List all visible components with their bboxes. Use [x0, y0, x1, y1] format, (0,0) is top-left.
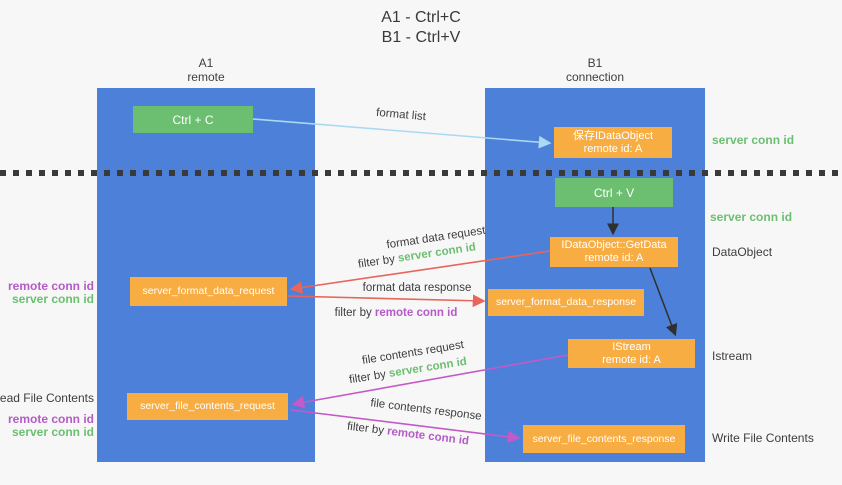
format-data-response-label: format data response	[362, 282, 472, 294]
dataobject-label: DataObject	[712, 245, 773, 259]
filter-by-text: filter by	[357, 252, 399, 271]
filter-remote-conn-id: remote conn id	[386, 425, 470, 448]
istream-line2: remote id: A	[602, 353, 661, 366]
istream-line1: IStream	[612, 340, 651, 353]
istream-label: Istream	[712, 349, 753, 363]
title-line-2: B1 - Ctrl+V	[381, 29, 461, 46]
file-response-box: server_file_contents_response	[523, 425, 685, 453]
format-response-box: server_format_data_response	[488, 289, 644, 316]
remote-conn-id-label-2: remote conn id	[7, 412, 94, 426]
getdata-line2: remote id: A	[584, 252, 644, 264]
read-file-contents-label: Read File Contents	[0, 391, 94, 405]
filter-by-text: filter by	[348, 368, 390, 387]
server-conn-id-label-3: server conn id	[11, 292, 94, 306]
save-idataobject-box: 保存IDataObject remote id: A	[554, 127, 672, 158]
ctrl-c-box: Ctrl + C	[133, 106, 253, 133]
format-data-response-arrow	[286, 294, 486, 308]
getdata-box: IDataObject::GetData remote id: A	[550, 237, 678, 267]
column-b-id: B1	[587, 56, 603, 70]
column-a-header: A1 remote	[97, 56, 315, 84]
diagram-title: A1 - Ctrl+C B1 - Ctrl+V	[0, 8, 842, 48]
write-file-contents-label: Write File Contents	[712, 431, 814, 445]
server-conn-id-label-4: server conn id	[11, 425, 94, 439]
getdata-line1: IDataObject::GetData	[561, 239, 667, 251]
format-response-filter-label: filter by remote conn id	[335, 307, 458, 319]
save-idataobject-line1: 保存IDataObject	[572, 129, 654, 142]
column-b-role: connection	[565, 70, 625, 84]
save-idataobject-line2: remote id: A	[583, 142, 643, 155]
server-conn-id-label-2: server conn id	[710, 210, 793, 224]
format-request-box: server_format_data_request	[130, 277, 287, 306]
phase-divider	[0, 170, 842, 176]
server-conn-id-label-1: server conn id	[712, 133, 795, 147]
file-request-box: server_file_contents_request	[127, 393, 288, 420]
istream-box: IStream remote id: A	[568, 339, 695, 368]
column-a-role: remote	[187, 70, 225, 84]
file-response-filter-label: filter by remote conn id	[346, 421, 469, 448]
file-contents-response-label: file contents response	[369, 397, 483, 423]
column-a-id: A1	[198, 56, 214, 70]
column-b-header: B1 connection	[485, 56, 705, 84]
filter-remote-conn-id: remote conn id	[374, 307, 458, 319]
filter-by-text: filter by	[346, 420, 388, 438]
filter-by-text: filter by	[334, 307, 375, 319]
format-list-label: format list	[375, 106, 427, 124]
ctrl-v-box: Ctrl + V	[555, 178, 673, 207]
title-line-1: A1 - Ctrl+C	[381, 9, 461, 26]
remote-conn-id-label-1: remote conn id	[7, 279, 94, 293]
